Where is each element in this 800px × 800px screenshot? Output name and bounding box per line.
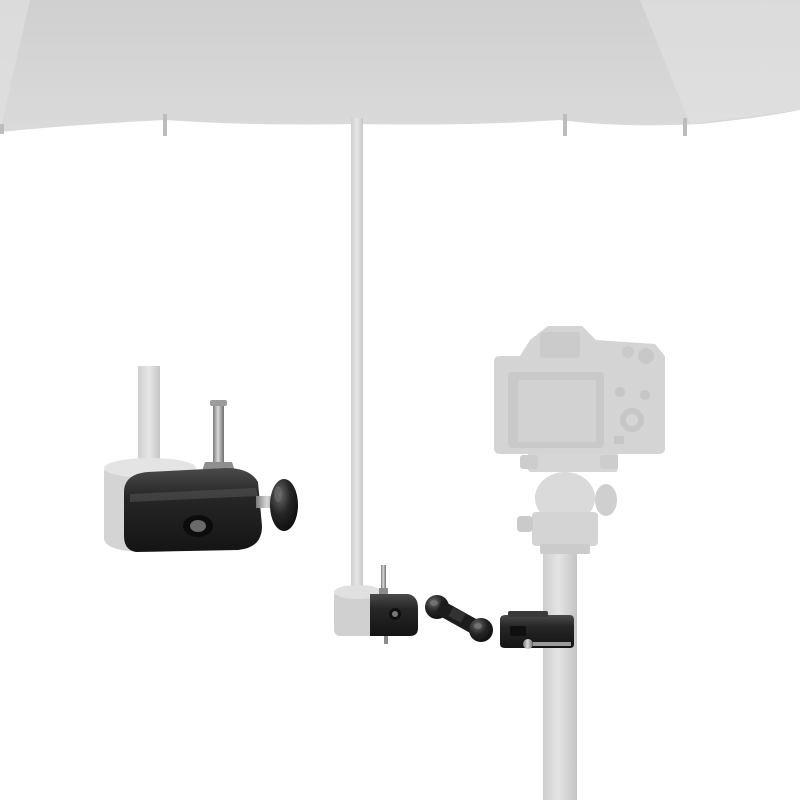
clamp-detail-inset — [104, 366, 298, 552]
umbrella-rib-tips — [0, 114, 687, 136]
umbrella-shaft — [351, 118, 363, 598]
stand-clamp — [500, 611, 574, 649]
umbrella-canopy — [0, 0, 800, 136]
light-stand-pole — [543, 540, 577, 800]
clamp-pin — [213, 402, 224, 464]
double-ball-arm — [425, 595, 493, 642]
umbrella-shaft-clamp — [334, 565, 418, 644]
ball-head — [517, 452, 618, 554]
clamp-body — [124, 468, 262, 552]
camera-body — [494, 326, 665, 454]
clamp-knob — [270, 479, 298, 531]
